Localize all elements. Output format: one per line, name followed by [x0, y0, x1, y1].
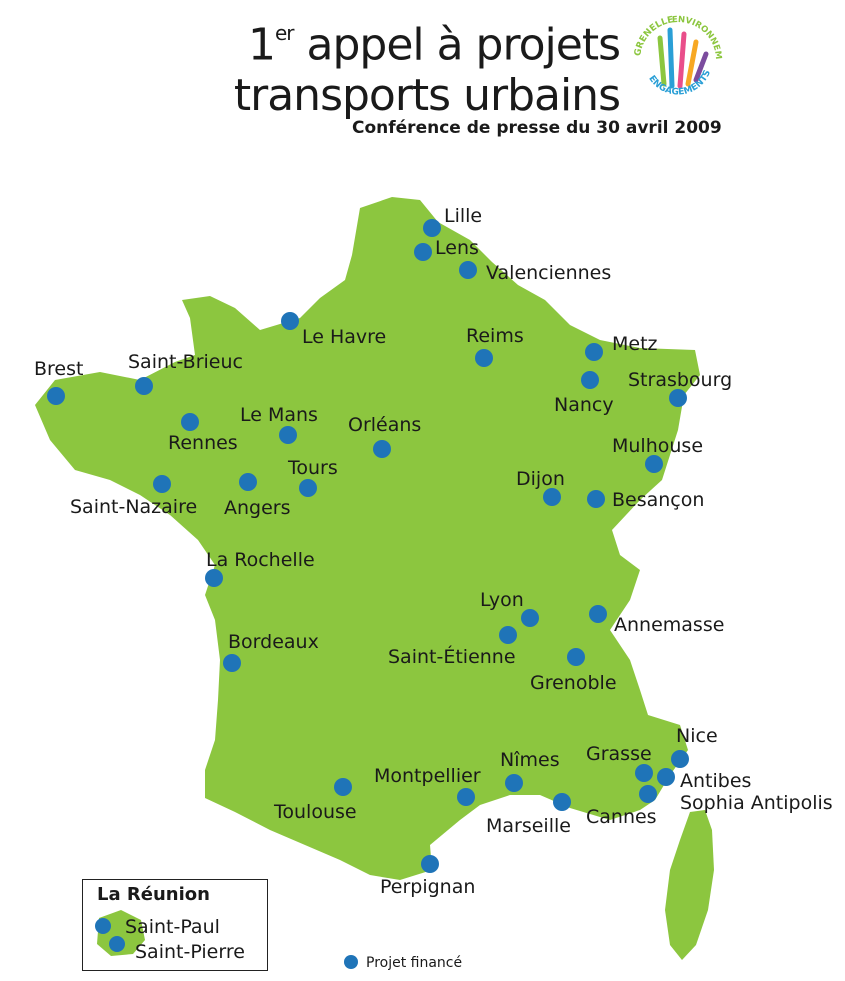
city-dot-nimes: [505, 774, 523, 792]
map-legend: Projet financé: [344, 955, 462, 971]
city-label-lens: Lens: [435, 237, 479, 259]
city-dot-marseille: [553, 793, 571, 811]
legend-dot: [344, 955, 358, 969]
title-line-1: 1er appel à projets: [0, 12, 622, 71]
city-dot-grenoble: [567, 648, 585, 666]
legend-label: Projet financé: [366, 955, 463, 971]
city-label-saint-pierre: Saint-Pierre: [135, 941, 245, 963]
city-label-annemasse: Annemasse: [614, 614, 724, 636]
city-label-besancon: Besançon: [612, 489, 704, 511]
city-label-toulouse: Toulouse: [273, 801, 357, 823]
subtitle: Conférence de presse du 30 avril 2009: [352, 118, 722, 138]
city-label-dijon: Dijon: [516, 468, 565, 490]
city-label-nancy: Nancy: [554, 394, 614, 416]
city-dot-saint-nazaire: [153, 475, 171, 493]
city-label-reims: Reims: [466, 325, 524, 347]
city-label-montpellier: Montpellier: [374, 765, 481, 787]
city-dot-valenciennes: [459, 261, 477, 279]
city-label-le-havre: Le Havre: [302, 326, 386, 348]
city-label-saint-etienne: Saint-Étienne: [388, 645, 516, 668]
city-label-rennes: Rennes: [168, 432, 238, 454]
city-dot-montpellier: [457, 788, 475, 806]
reunion-title: La Réunion: [97, 884, 210, 905]
city-dot-nice: [671, 750, 689, 768]
city-label-cannes: Cannes: [586, 806, 657, 828]
city-label-valenciennes: Valenciennes: [486, 262, 611, 284]
city-dot-le-mans: [279, 426, 297, 444]
city-dot-sophia-antipolis: [639, 785, 657, 803]
city-label-marseille: Marseille: [486, 815, 571, 837]
city-dot-saint-etienne: [499, 626, 517, 644]
grenelle-environnement-logo: GRENELLE ENGAGEMENTS ENVIRONNEMENT: [626, 8, 727, 109]
city-dot-bordeaux: [223, 654, 241, 672]
city-label-la-rochelle: La Rochelle: [206, 549, 315, 571]
france-mainland-shape: [35, 197, 700, 880]
city-dot-tours: [299, 479, 317, 497]
city-label-nimes: Nîmes: [500, 749, 560, 771]
city-dot-grasse: [635, 764, 653, 782]
city-label-saint-paul: Saint-Paul: [125, 916, 220, 938]
city-dot-strasbourg: [669, 389, 687, 407]
city-label-saint-nazaire: Saint-Nazaire: [70, 496, 197, 518]
city-label-grenoble: Grenoble: [530, 672, 617, 694]
city-label-nice: Nice: [676, 725, 718, 747]
title-superscript: er: [274, 21, 295, 45]
corsica-shape: [665, 810, 714, 960]
reunion-inset: La Réunion Saint-Paul Saint-Pierre: [82, 879, 268, 971]
city-dot-lens: [414, 243, 432, 261]
title-line-1-text: appel à projets: [293, 19, 622, 71]
logo-stripes: [657, 27, 709, 89]
city-dot-brest: [47, 387, 65, 405]
title-line-2: transports urbains: [233, 69, 621, 121]
city-dot-rennes: [181, 413, 199, 431]
city-label-grasse: Grasse: [586, 743, 652, 765]
city-label-strasbourg: Strasbourg: [628, 369, 732, 391]
city-dot-orleans: [373, 440, 391, 458]
city-dot-angers: [239, 473, 257, 491]
city-dot-dijon: [543, 488, 561, 506]
city-dot-nancy: [581, 371, 599, 389]
city-dot-mulhouse: [645, 455, 663, 473]
city-dot-saint-brieuc: [135, 377, 153, 395]
city-label-le-mans: Le Mans: [240, 404, 318, 426]
city-dot-la-rochelle: [205, 569, 223, 587]
city-dot-reims: [475, 349, 493, 367]
reunion-island-map: Saint-Paul Saint-Pierre: [95, 910, 245, 963]
title-number: 1: [247, 19, 276, 71]
city-dot-perpignan: [421, 855, 439, 873]
city-label-saint-brieuc: Saint-Brieuc: [128, 351, 243, 373]
city-dot-antibes: [657, 768, 675, 786]
title-block: 1er appel à projets transports urbains: [0, 12, 622, 121]
city-label-mulhouse: Mulhouse: [612, 435, 703, 457]
city-dot-besancon: [587, 490, 605, 508]
city-label-lille: Lille: [444, 205, 482, 227]
city-label-tours: Tours: [287, 457, 338, 479]
city-label-metz: Metz: [612, 333, 658, 355]
city-dot-lille: [423, 219, 441, 237]
city-label-antibes: Antibes: [680, 770, 751, 792]
city-dot-annemasse: [589, 605, 607, 623]
city-label-perpignan: Perpignan: [380, 876, 475, 898]
city-label-angers: Angers: [224, 497, 291, 519]
city-dot-lyon: [521, 609, 539, 627]
city-dot-toulouse: [334, 778, 352, 796]
city-label-lyon: Lyon: [480, 589, 524, 611]
city-dot-saint-paul: [95, 918, 111, 934]
city-label-sophia-antipolis: Sophia Antipolis: [680, 792, 833, 814]
city-dot-saint-pierre: [109, 936, 125, 952]
city-label-bordeaux: Bordeaux: [228, 631, 319, 653]
city-label-orleans: Orléans: [348, 414, 421, 436]
city-dot-metz: [585, 343, 603, 361]
city-dot-le-havre: [281, 312, 299, 330]
city-label-brest: Brest: [34, 358, 83, 380]
